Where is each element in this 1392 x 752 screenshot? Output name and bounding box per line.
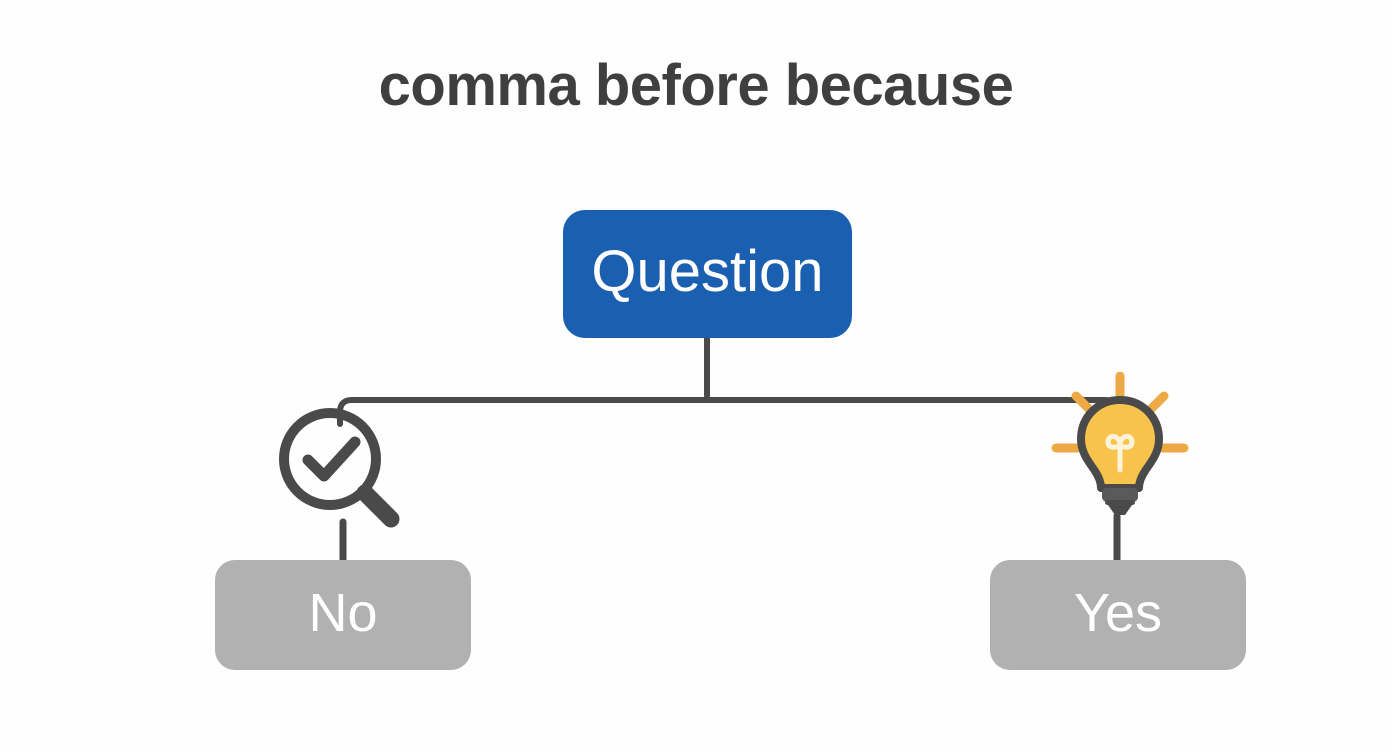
search-check-icon: [275, 405, 411, 533]
page-title: comma before because: [378, 53, 1014, 118]
node-question-label: Question: [591, 239, 824, 304]
node-yes[interactable]: Yes: [990, 560, 1246, 670]
node-no[interactable]: No: [215, 560, 471, 670]
node-yes-label: Yes: [1073, 583, 1163, 643]
node-question[interactable]: Question: [563, 210, 852, 338]
node-no-label: No: [308, 583, 378, 643]
lightbulb-icon: [1050, 371, 1190, 520]
